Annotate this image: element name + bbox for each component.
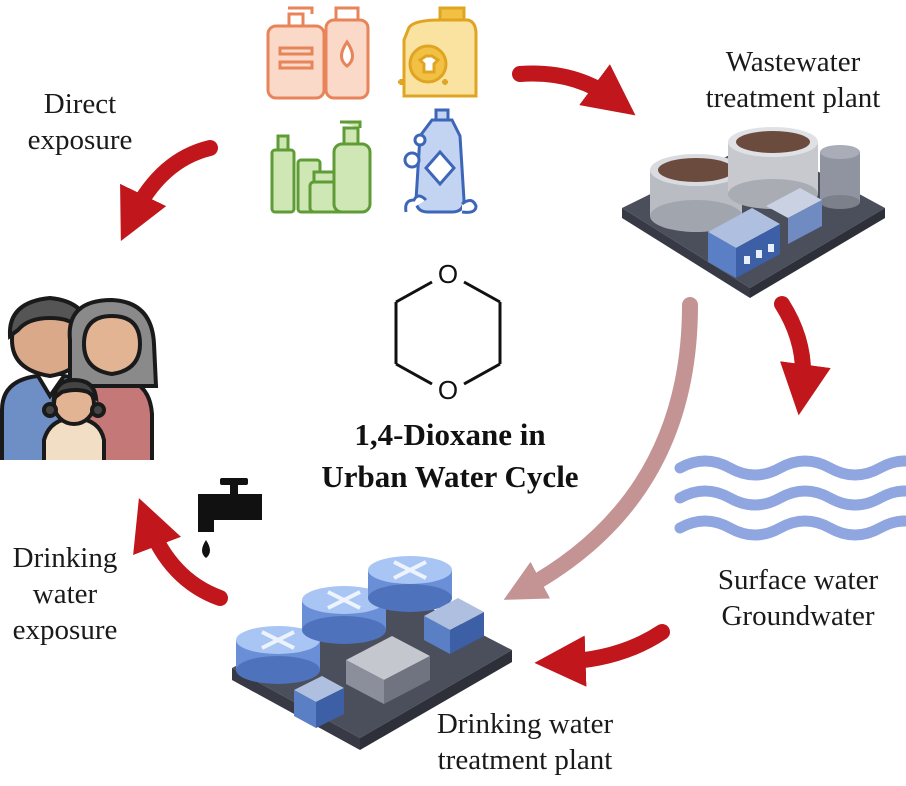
- dioxane-molecule: [394, 280, 502, 386]
- water-tap-icon: [198, 478, 262, 558]
- label-direct-exposure: Direct exposure: [10, 86, 150, 158]
- label-drinking-exposure-line-1: Drinking: [12, 542, 118, 574]
- label-surface-line-1: Surface water: [717, 564, 879, 596]
- label-wastewater-plant: Wastewater treatment plant: [680, 44, 906, 116]
- label-wastewater-line-1: Wastewater: [725, 46, 861, 78]
- personal-care-products-icon: [266, 6, 478, 214]
- arrow-products-to-wwtp: [512, 64, 636, 116]
- title-line-1: 1,4-Dioxane in: [354, 417, 546, 452]
- arrow-wwtp-to-surface: [774, 296, 831, 416]
- label-drinking-plant-line-1: Drinking water: [436, 708, 614, 740]
- arrow-wwtp-to-dwtp: [503, 297, 698, 600]
- label-drinking-exposure: Drinking water exposure: [0, 540, 130, 648]
- family-icon: [0, 295, 159, 460]
- label-drinking-exposure-line-2: water: [32, 578, 98, 610]
- label-drinking-plant-line-2: treatment plant: [437, 744, 613, 776]
- label-direct-exposure-line-2: exposure: [27, 124, 133, 156]
- arrow-products-to-family: [120, 140, 218, 242]
- label-surface-line-2: Groundwater: [721, 600, 875, 632]
- title-line-2: Urban Water Cycle: [321, 459, 579, 494]
- arrow-dwtp-to-family: [133, 498, 228, 606]
- water-waves-icon: [674, 455, 906, 541]
- label-surface-water: Surface water Groundwater: [690, 562, 906, 634]
- label-wastewater-line-2: treatment plant: [705, 82, 881, 114]
- label-drinking-plant: Drinking water treatment plant: [380, 706, 670, 778]
- diagram-title: 1,4-Dioxane in Urban Water Cycle: [290, 414, 610, 498]
- label-drinking-exposure-line-3: exposure: [12, 614, 118, 646]
- drinking-water-treatment-plant-icon: [232, 556, 512, 750]
- label-direct-exposure-line-1: Direct: [43, 88, 117, 120]
- molecule-oxygen-bottom: O: [438, 375, 458, 405]
- arrow-surface-to-dwtp: [534, 624, 670, 687]
- molecule-oxygen-top: O: [438, 259, 458, 289]
- wastewater-treatment-plant-icon: [622, 127, 885, 298]
